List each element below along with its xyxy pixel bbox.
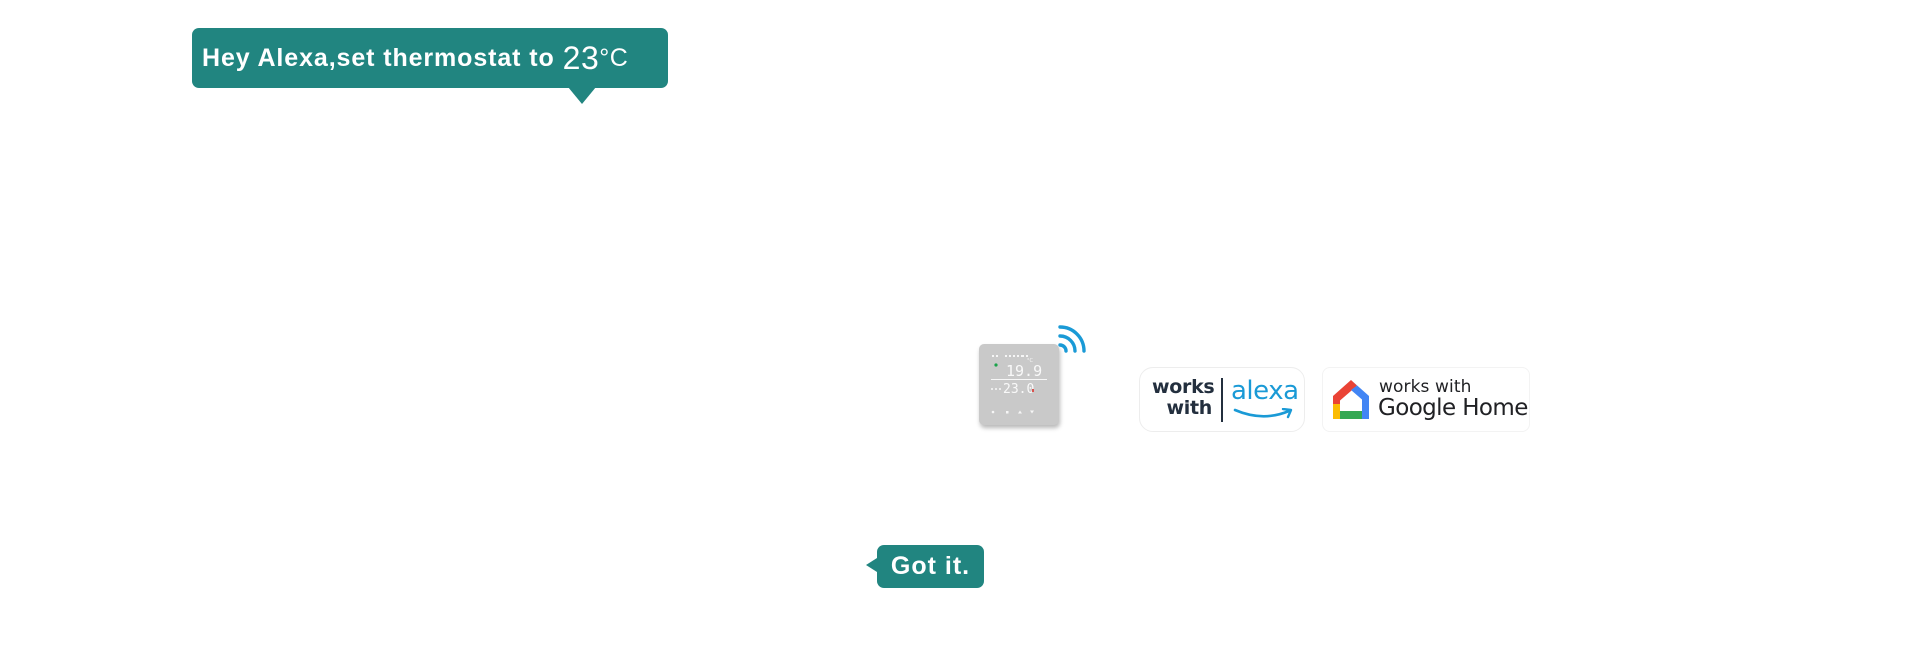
bubble-tail (866, 558, 877, 572)
svg-text:°C: °C (1027, 358, 1034, 364)
google-home-icon (1333, 380, 1369, 419)
alexa-works-with-label: works with (1152, 376, 1215, 419)
google-works-with-label: works with (1379, 377, 1472, 397)
current-temperature-display: 19.9 (1006, 362, 1042, 380)
voice-command-temperature: 23 (562, 39, 600, 76)
works-with-google-home-badge: works with Google Home (1322, 367, 1530, 432)
thermostat-device-icon: 19.9 °C 23.0 (991, 355, 1047, 414)
works-with-alexa-badge: works with alexa (1139, 367, 1305, 432)
bubble-tail (568, 87, 596, 104)
set-temperature-display: 23.0 (1003, 382, 1034, 397)
voice-command-bubble: Hey Alexa,set thermostat to 23°C (192, 28, 668, 104)
reply-text: Got it. (890, 552, 971, 580)
alexa-smile-icon (1233, 408, 1293, 419)
badge-divider (1221, 378, 1223, 422)
alexa-logo-text: alexa (1231, 376, 1299, 406)
wifi-signal-icon (1058, 325, 1086, 353)
google-home-logo-text: Google Home (1378, 395, 1528, 421)
thermostat-device: 19.9 °C 23.0 (979, 344, 1059, 425)
voice-command-unit: °C (599, 43, 629, 72)
voice-command-text: Hey Alexa,set thermostat to (202, 43, 555, 72)
reply-bubble: Got it. (866, 545, 984, 588)
